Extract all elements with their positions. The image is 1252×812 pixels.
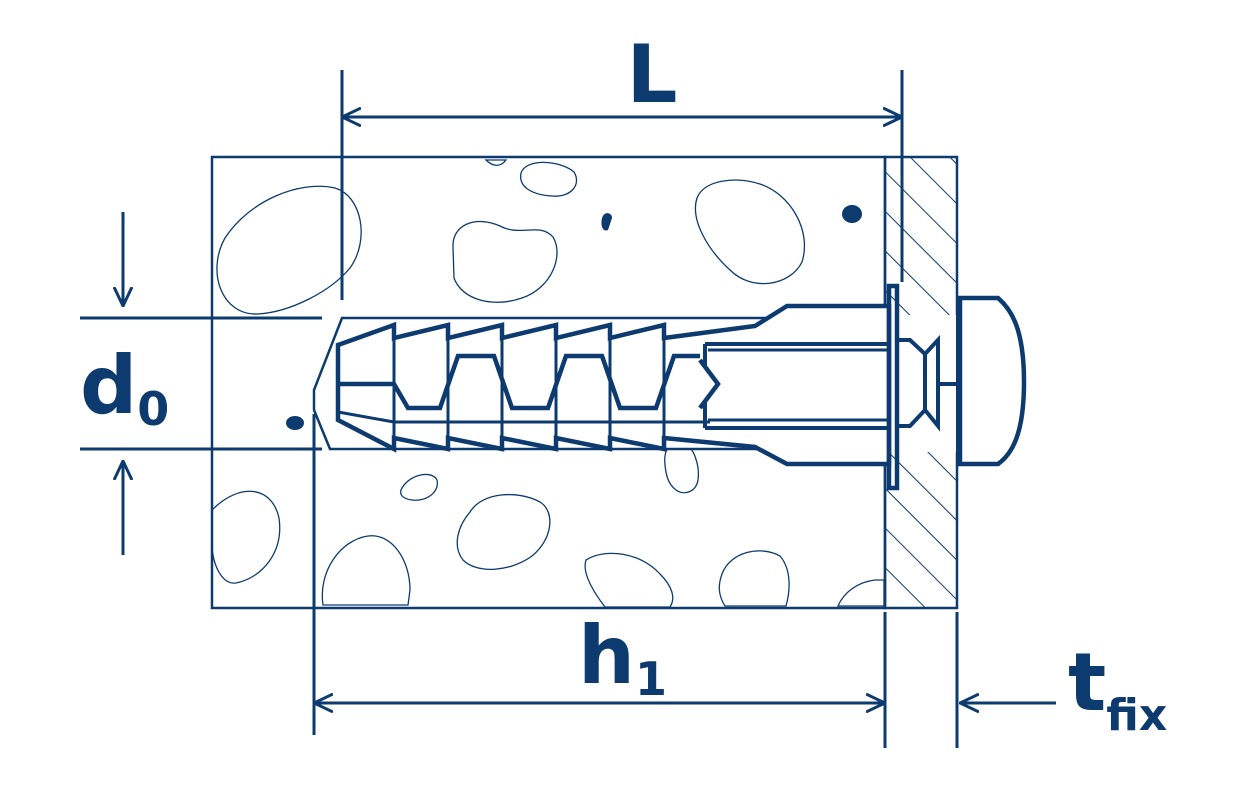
concrete-dots <box>286 205 862 430</box>
pebble <box>211 490 281 584</box>
pebble <box>837 579 885 607</box>
label-L: L <box>627 28 678 121</box>
dimension-d0 <box>80 212 322 555</box>
pebble <box>484 159 508 166</box>
screw-thread-near-head <box>897 334 960 432</box>
label-d0-sub: 0 <box>137 382 169 436</box>
plug-lower-channel <box>337 410 710 424</box>
label-d0: d0 <box>80 339 169 436</box>
pebble <box>456 493 551 571</box>
pebble <box>399 473 439 501</box>
concrete-aggregate <box>211 159 885 608</box>
label-tfix: tfix <box>1068 636 1167 741</box>
dot <box>286 416 304 430</box>
pebble <box>584 552 674 608</box>
pebble <box>216 185 362 315</box>
wall-plug <box>335 283 900 491</box>
screw <box>698 295 1027 467</box>
dimension-L <box>340 70 904 300</box>
pebble <box>694 179 806 285</box>
label-d0-main: d <box>80 339 137 432</box>
pebble <box>520 161 578 197</box>
label-h1-sub: 1 <box>635 652 667 706</box>
dot <box>601 213 612 231</box>
label-h1: h1 <box>578 609 667 706</box>
pebble <box>321 535 411 606</box>
pebble <box>452 221 558 303</box>
screw-tip <box>698 358 721 410</box>
label-tfix-sub: fix <box>1106 690 1167 741</box>
pebble <box>718 550 790 607</box>
label-h1-main: h <box>578 609 635 702</box>
screw-shank-lines <box>708 348 889 422</box>
plug-center-channel <box>338 353 700 411</box>
dot <box>842 205 862 223</box>
dimension-tfix <box>955 612 1056 748</box>
dimension-h1 <box>312 414 887 748</box>
label-tfix-main: t <box>1068 636 1106 729</box>
screw-head <box>957 295 1027 467</box>
